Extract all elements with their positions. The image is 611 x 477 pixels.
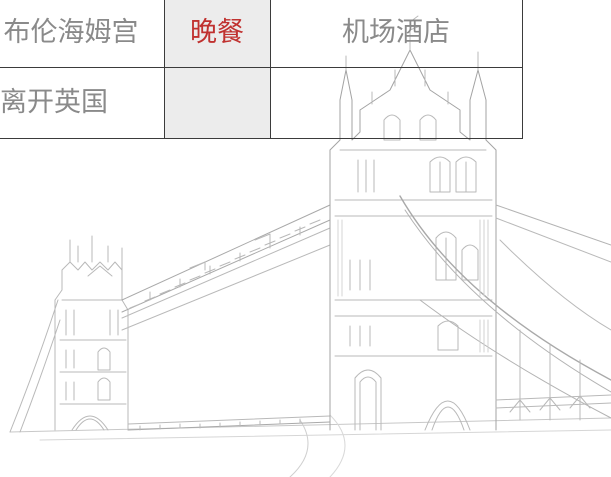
table-row: 离开英国 <box>0 66 523 139</box>
meal-cell <box>163 66 271 139</box>
itinerary-table: 布伦海姆宫 晚餐 机场酒店 离开英国 <box>0 0 523 139</box>
route-text: 布伦海姆宫 <box>3 17 139 49</box>
table-row: 布伦海姆宫 晚餐 机场酒店 <box>0 0 523 68</box>
hotel-cell: 机场酒店 <box>269 0 523 68</box>
route-cell: 离开英国 <box>0 66 165 139</box>
meal-text: 晚餐 <box>190 17 244 49</box>
route-text: 离开英国 <box>0 87 108 118</box>
meal-cell: 晚餐 <box>163 0 271 68</box>
hotel-text: 机场酒店 <box>342 17 450 49</box>
hotel-cell <box>269 66 523 139</box>
route-cell: 布伦海姆宫 <box>0 0 165 68</box>
